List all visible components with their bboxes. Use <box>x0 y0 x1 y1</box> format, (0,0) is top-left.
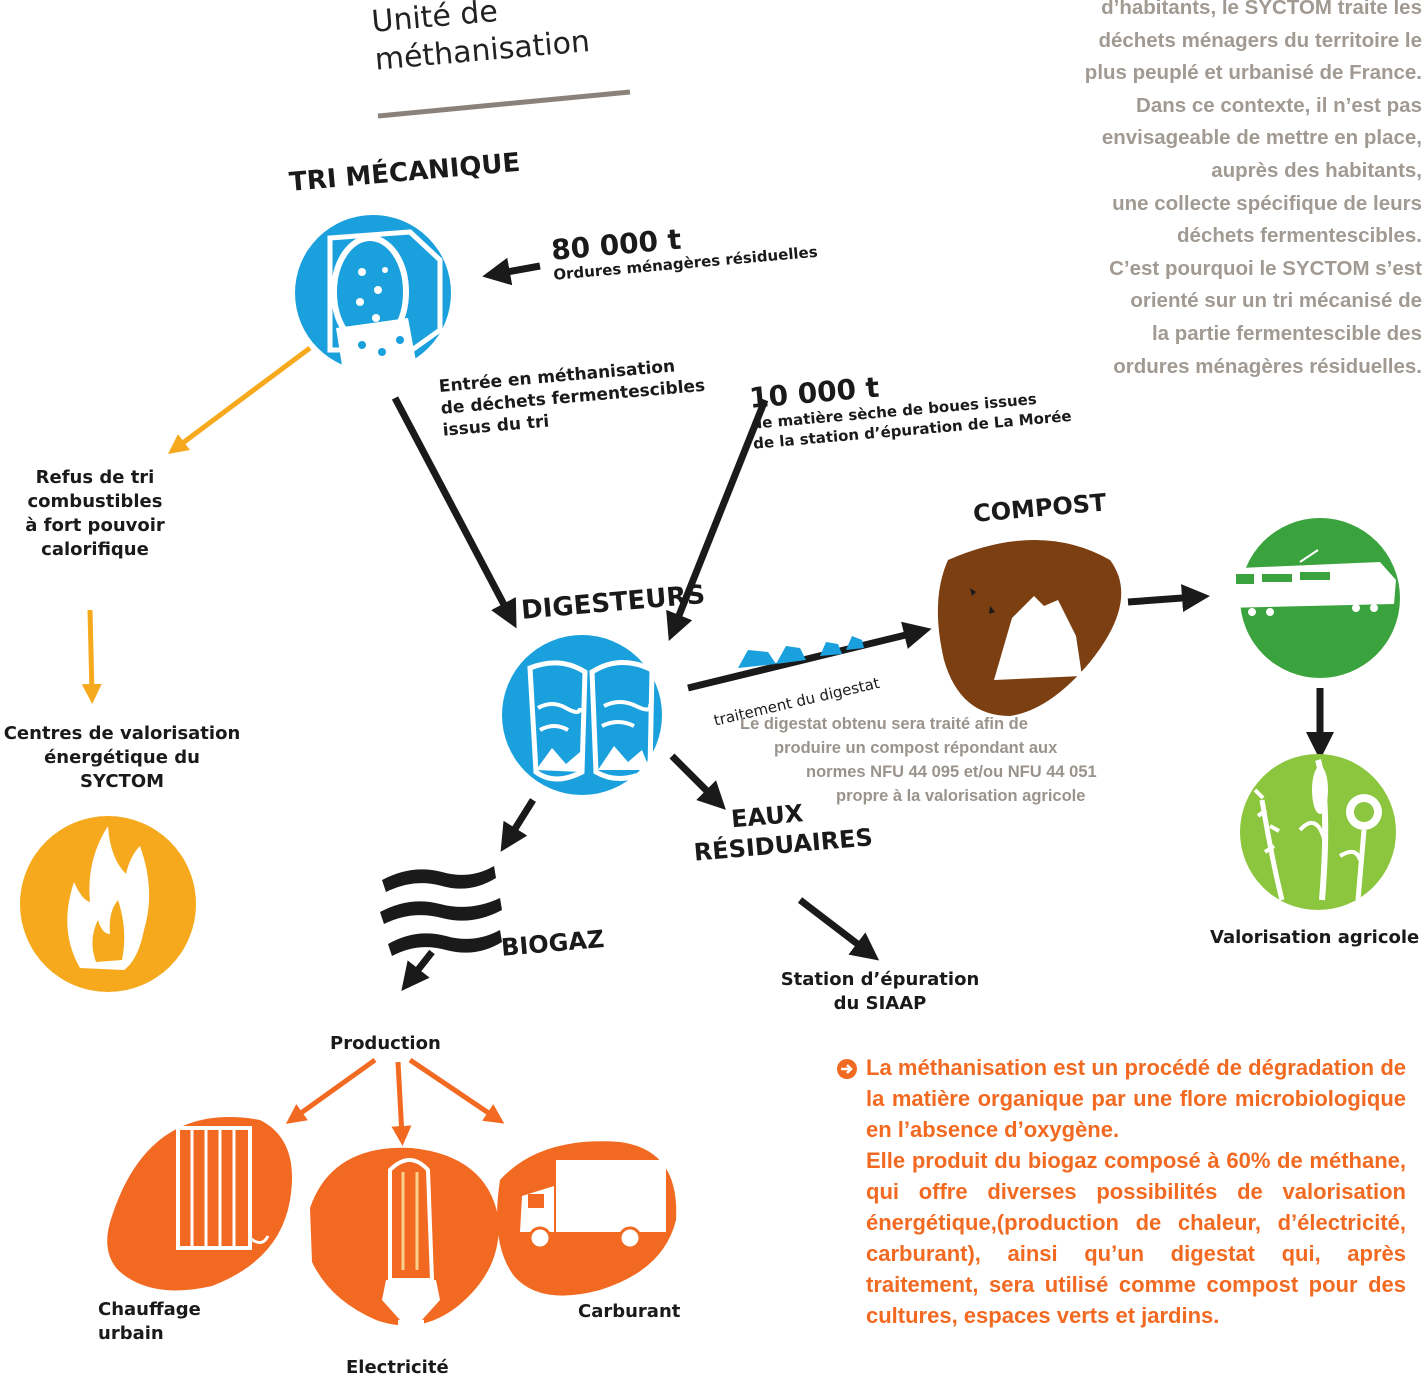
digestat-blocks-icon <box>738 636 864 668</box>
intro-line: d’habitants, le SYCTOM traite les <box>1101 0 1422 19</box>
arrow-input1 <box>482 257 541 286</box>
arrow-digesteurs-to-biogaz <box>500 798 536 852</box>
agriculture-icon <box>1240 754 1396 910</box>
station-line2: du SIAAP <box>833 993 927 1014</box>
intro-text: d’habitants, le SYCTOM traite les déchet… <box>982 0 1422 383</box>
arrow-circle-icon <box>837 1059 857 1079</box>
title-underline <box>377 89 631 119</box>
arrow-digesteurs-to-eaux <box>669 753 726 810</box>
intro-line: C’est pourquoi le SYCTOM s’est <box>1109 256 1422 280</box>
tri-mecanique-icon <box>295 215 451 378</box>
refus-line4: calorifique <box>41 539 149 560</box>
centres-line2: énergétique du SYCTOM <box>44 747 200 792</box>
digestat-note-line4: propre à la valorisation agricole <box>836 787 1086 805</box>
intro-line: auprès des habitants, <box>1211 158 1422 182</box>
arrow-prod-to-chauffage <box>285 1057 377 1124</box>
centres-line1: Centres de valorisation <box>3 723 241 744</box>
arrow-eaux-to-station <box>797 897 880 961</box>
conclusion-p1: La méthanisation est un procédé de dégra… <box>866 1055 1406 1142</box>
intro-line: plus peuplé et urbanisé de France. <box>1084 61 1422 85</box>
intro-line: envisageable de mettre en place, <box>1101 126 1422 150</box>
flame-icon <box>20 816 196 992</box>
refus-line3: à fort pouvoir <box>25 515 165 536</box>
intro-line: Dans ce contexte, il n’est pas <box>1136 93 1422 117</box>
truck-icon <box>497 1141 677 1296</box>
bulb-icon <box>310 1147 499 1334</box>
intro-line: déchets fermentescibles. <box>1177 224 1422 248</box>
refus-label: Refus de tri combustibles à fort pouvoir… <box>10 466 180 562</box>
intro-line: orienté sur un tri mécanisé de <box>1130 289 1422 313</box>
station-line1: Station d’épuration <box>780 969 980 990</box>
chauffage-line1: Chauffage <box>98 1299 201 1320</box>
arrow-prod-to-carburant <box>408 1057 505 1124</box>
centres-label: Centres de valorisation énergétique du S… <box>0 722 244 794</box>
station-label: Station d’épuration du SIAAP <box>770 968 990 1016</box>
biogaz-waves-icon <box>380 866 502 956</box>
refus-line2: combustibles <box>27 491 163 512</box>
arrow-refus-to-centres <box>81 609 102 704</box>
digestat-note-line3: normes NFU 44 095 et/ou NFU 44 051 <box>806 763 1097 781</box>
digestat-note: Le digestat obtenu sera traité afin de p… <box>740 712 1160 808</box>
radiator-icon <box>107 1117 292 1291</box>
arrow-tri-to-digesteurs <box>391 396 517 629</box>
arrow-prod-to-electricite <box>391 1061 412 1146</box>
arrow-tri-to-refus <box>167 345 312 454</box>
digestat-note-line1: Le digestat obtenu sera traité afin de <box>740 715 1028 733</box>
intro-line: la partie fermentescible des <box>1151 321 1422 345</box>
digestat-note-line2: produire un compost répondant aux <box>774 739 1058 757</box>
chauffage-line2: urbain <box>98 1323 164 1344</box>
compost-icon <box>937 540 1122 716</box>
production-label: Production <box>330 1033 441 1054</box>
intro-line: une collecte spécifique de leurs <box>1112 191 1422 215</box>
intro-line: ordures ménagères résiduelles. <box>1113 354 1422 378</box>
arrow-compost-to-train <box>1127 584 1210 612</box>
train-icon <box>1224 518 1400 678</box>
arrow-boues-to-digesteurs <box>666 398 769 642</box>
valorisation-label: Valorisation agricole <box>1210 927 1420 948</box>
intro-line: déchets ménagers du territoire le <box>1098 28 1422 52</box>
conclusion-p2: Elle produit du biogaz composé à 60% de … <box>866 1148 1406 1328</box>
carburant-label: Carburant <box>578 1301 681 1322</box>
chauffage-label: Chauffage urbain <box>98 1298 201 1346</box>
conclusion-text: La méthanisation est un procédé de dégra… <box>837 1052 1406 1331</box>
refus-line1: Refus de tri <box>35 467 155 488</box>
digesteurs-icon <box>502 635 662 795</box>
electricite-label: Electricité <box>346 1357 449 1378</box>
arrow-biogaz-to-production <box>401 949 435 992</box>
